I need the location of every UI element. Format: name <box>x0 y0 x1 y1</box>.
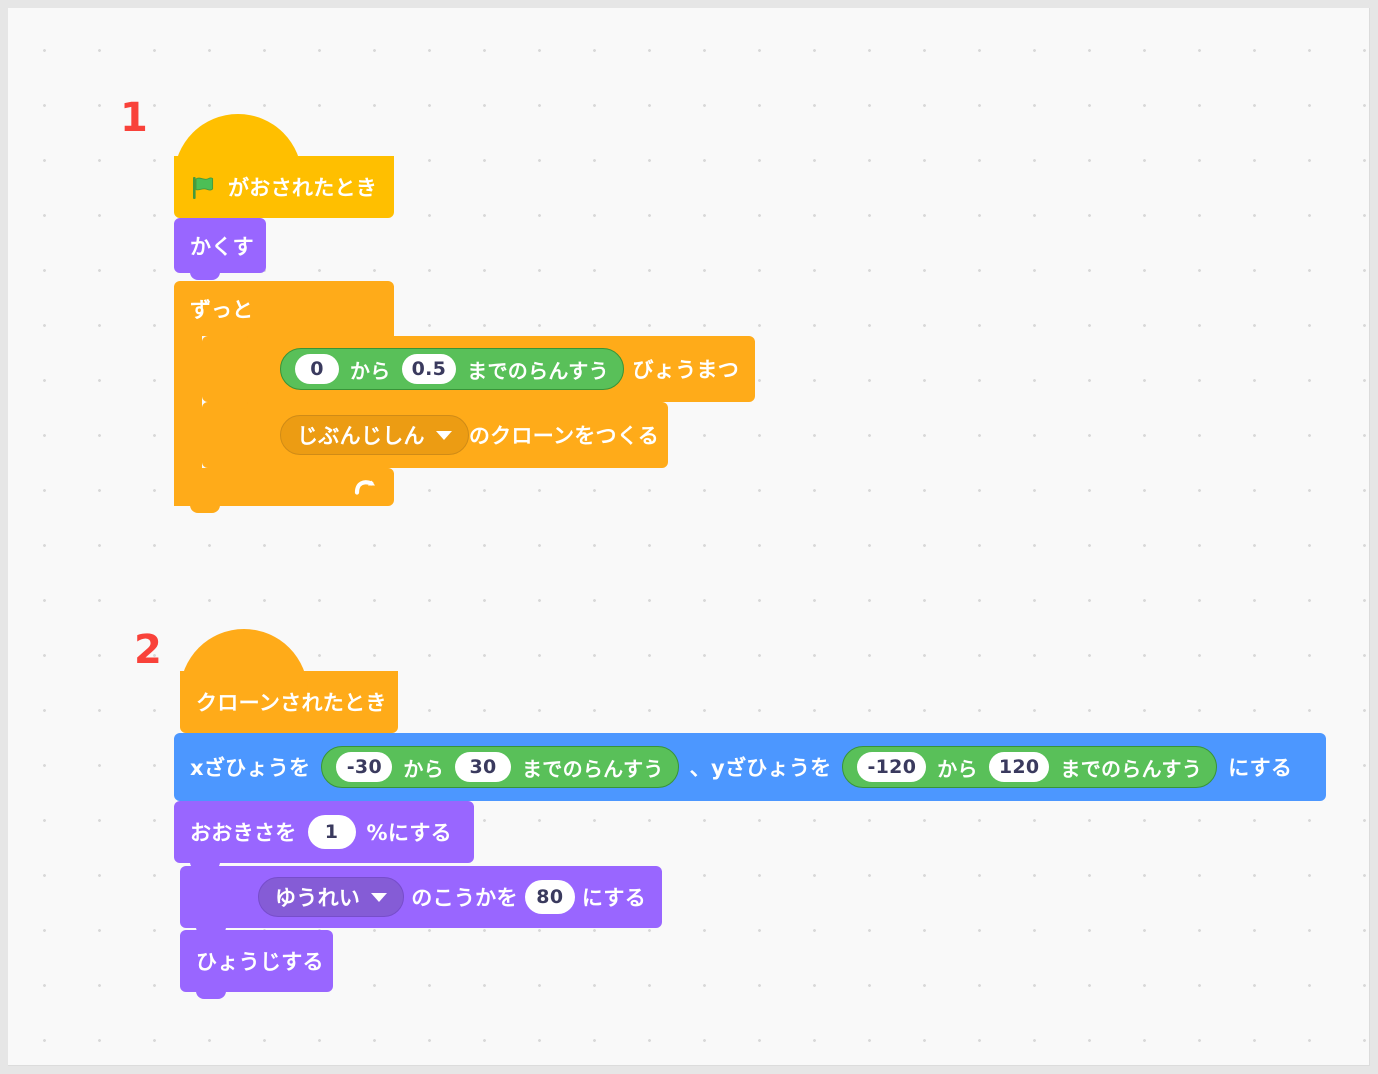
create-clone-block[interactable]: じぶんじしん のクローンをつくる <box>202 402 668 468</box>
chevron-down-icon <box>371 892 388 902</box>
random-x-to-input[interactable]: 30 <box>454 752 511 782</box>
random-from-label: から <box>350 358 391 383</box>
block-notch <box>196 930 226 937</box>
clone-target-dropdown[interactable]: じぶんじしん <box>280 415 469 455</box>
chevron-down-icon <box>435 430 452 440</box>
set-effect-input[interactable]: 80 <box>524 880 575 914</box>
graphic-effect-dropdown[interactable]: ゆうれい <box>258 877 405 917</box>
set-size-block[interactable]: おおきさを 1 %にする <box>174 801 474 870</box>
set-effect-suffix-label: にする <box>581 886 647 910</box>
pick-random-y-reporter[interactable]: -120 から 120 までのらんすう <box>842 746 1218 788</box>
go-to-xy-end-label: にする <box>1228 756 1293 780</box>
random-to-label: までのらんすう <box>467 358 609 383</box>
loop-arrow-icon <box>350 473 376 501</box>
random-x-from-label: から <box>403 756 444 781</box>
set-effect-block[interactable]: ゆうれい のこうかを 80 にする <box>180 866 662 935</box>
block-notch <box>218 402 248 409</box>
random-x-from-input[interactable]: -30 <box>336 752 393 782</box>
forever-left-arm <box>174 336 202 468</box>
script-marker-1: 1 <box>120 95 148 141</box>
set-size-prefix-label: おおきさを <box>190 821 297 845</box>
set-effect-mid-label: のこうかを <box>411 886 518 910</box>
random-y-to-label: までのらんすう <box>1060 756 1203 781</box>
random-y-from-input[interactable]: -120 <box>857 752 927 782</box>
random-from-input[interactable]: 0 <box>295 354 339 384</box>
forever-label: ずっと <box>190 297 253 322</box>
block-notch <box>190 801 220 808</box>
scratch-workspace[interactable]: 1 がおされたとき かくす ずっと <box>8 8 1370 1066</box>
block-notch <box>218 336 248 343</box>
green-flag-icon <box>190 175 216 201</box>
set-size-suffix-label: %にする <box>366 821 452 845</box>
pick-random-x-reporter[interactable]: -30 から 30 までのらんすう <box>321 746 679 788</box>
script-marker-2: 2 <box>134 627 162 673</box>
clone-target-value: じぶんじしん <box>297 424 425 448</box>
wait-seconds-label: びょうまつ <box>632 358 739 382</box>
hide-label: かくす <box>190 234 254 259</box>
random-x-to-label: までのらんすう <box>521 756 664 781</box>
block-notch <box>196 866 226 873</box>
random-y-from-label: から <box>937 756 978 781</box>
show-block[interactable]: ひょうじする <box>180 930 333 999</box>
when-i-start-as-clone-block[interactable]: クローンされたとき <box>180 629 398 740</box>
graphic-effect-value: ゆうれい <box>275 886 361 910</box>
random-y-to-input[interactable]: 120 <box>988 752 1050 782</box>
go-to-x-label: xざひょうを <box>190 756 311 780</box>
create-clone-label: のクローンをつくる <box>468 424 660 448</box>
when-i-start-as-clone-label: クローンされたとき <box>196 691 387 715</box>
wait-seconds-block[interactable]: 0 から 0.5 までのらんすう びょうまつ <box>202 336 755 402</box>
when-green-flag-clicked-block[interactable]: がおされたとき <box>174 114 394 225</box>
block-notch <box>190 733 220 740</box>
forever-header: ずっと <box>174 281 394 336</box>
forever-footer <box>174 468 394 513</box>
set-size-input[interactable]: 1 <box>307 815 356 849</box>
block-notch <box>190 218 220 225</box>
pick-random-reporter[interactable]: 0 から 0.5 までのらんすう <box>280 348 624 390</box>
when-green-flag-clicked-label: がおされたとき <box>228 176 378 200</box>
go-to-xy-block[interactable]: xざひょうを -30 から 30 までのらんすう 、yざひょうを -120 から… <box>174 733 1326 808</box>
go-to-y-label: 、yざひょうを <box>689 756 832 780</box>
random-to-input[interactable]: 0.5 <box>401 354 457 384</box>
show-label: ひょうじする <box>196 950 324 974</box>
hide-block[interactable]: かくす <box>174 218 266 280</box>
